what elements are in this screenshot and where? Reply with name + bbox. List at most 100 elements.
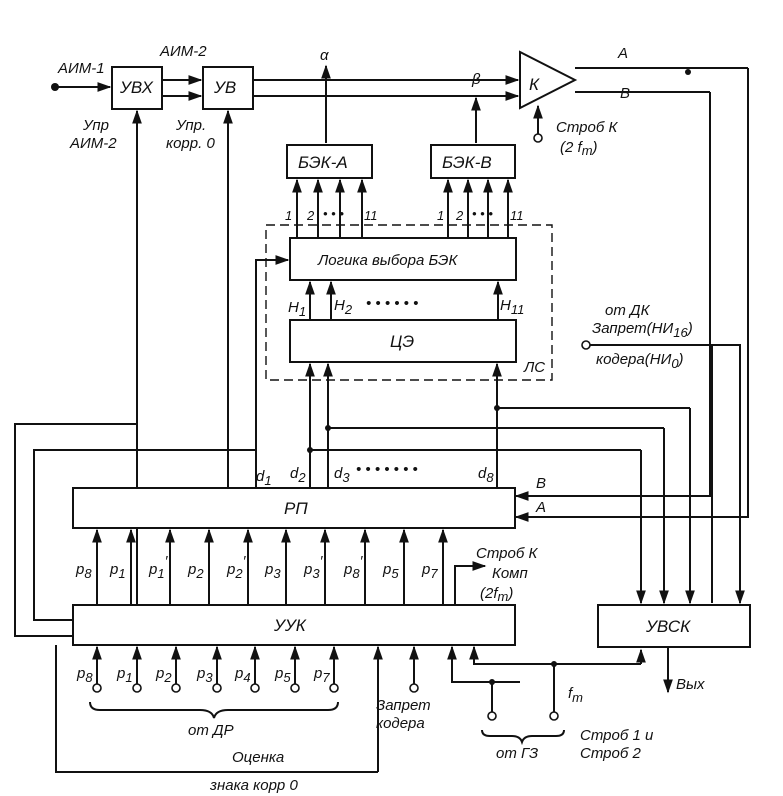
left-loop-2 bbox=[14, 423, 137, 637]
bek-b-block[interactable] bbox=[430, 144, 516, 179]
p-lower-label: p1 bbox=[116, 665, 133, 685]
logic-block[interactable] bbox=[289, 237, 517, 281]
p-lower-terminal bbox=[171, 683, 181, 693]
d2-label: d2 bbox=[290, 465, 306, 485]
out-b-label: B bbox=[620, 85, 630, 102]
ce-block[interactable] bbox=[289, 319, 517, 363]
strob12-label-2: Строб 2 bbox=[580, 745, 641, 762]
a-return-wire bbox=[514, 68, 749, 522]
upr-aim2-label-1: Упр bbox=[82, 117, 109, 134]
p-upper-label: p1′ bbox=[148, 553, 169, 581]
p-upper-label: p7 bbox=[421, 561, 438, 581]
logic-label: Логика выбора БЭК bbox=[317, 252, 458, 269]
uvsk-label: УВСК bbox=[645, 617, 691, 636]
h-dots: • • • • • • bbox=[366, 295, 418, 312]
bek-b-label: БЭК-В bbox=[442, 153, 492, 172]
strob-k-terminal bbox=[533, 133, 543, 143]
p-upper-label: p3 bbox=[264, 561, 281, 581]
zapret-label-1: Запрет bbox=[376, 697, 431, 714]
p-upper-label: p1 bbox=[109, 561, 126, 581]
p-lower-terminal bbox=[92, 683, 102, 693]
uv-block[interactable] bbox=[202, 66, 254, 110]
comparator-k-label: К bbox=[529, 75, 540, 94]
out-a-node bbox=[685, 69, 691, 75]
rp-input-b: B bbox=[536, 475, 546, 492]
strob-k-label: Строб К bbox=[556, 119, 618, 136]
bek-b-dots: • • • bbox=[472, 206, 493, 221]
bek-a-n1: 1 bbox=[285, 208, 292, 223]
dk-label-3: кодера(НИ0) bbox=[596, 351, 684, 371]
d-dots: • • • • • • • bbox=[356, 461, 418, 478]
out-a-label: A bbox=[617, 45, 628, 62]
aim1-label: АИМ-1 bbox=[57, 60, 105, 77]
rp-label: РП bbox=[284, 499, 308, 518]
b-return-wire bbox=[514, 92, 711, 501]
upr-korr-label-1: Упр. bbox=[175, 117, 206, 134]
ce-label: ЦЭ bbox=[390, 332, 414, 351]
bek-b-n1: 1 bbox=[437, 208, 444, 223]
ocenka-label-1: Оценка bbox=[232, 749, 284, 766]
p-lower-label: p4 bbox=[234, 665, 251, 685]
uuk-komp-label: Комп bbox=[492, 565, 528, 582]
upr-aim2-label-2: АИМ-2 bbox=[69, 135, 117, 152]
rp-block[interactable] bbox=[72, 487, 516, 529]
p-lower-terminal bbox=[132, 683, 142, 693]
bek-b-n2: 2 bbox=[455, 208, 464, 223]
p-lower-terminal bbox=[290, 683, 300, 693]
uvh-label: УВХ bbox=[119, 78, 154, 97]
dk-label-2: Запрет(НИ16) bbox=[592, 320, 693, 340]
comparator-k[interactable] bbox=[519, 50, 578, 110]
uuk-strob-label: Строб К bbox=[476, 545, 538, 562]
p-upper-label: p2′ bbox=[226, 553, 247, 581]
strob12-label-1: Строб 1 и bbox=[580, 727, 654, 744]
alpha-label: α bbox=[320, 47, 329, 64]
ot-gz-label: от ГЗ bbox=[496, 745, 538, 762]
bek-b-n11: 11 bbox=[510, 208, 524, 223]
p-lower-label: p7 bbox=[313, 665, 330, 685]
strob-k-freq: (2 fт) bbox=[560, 139, 598, 158]
gz-wire-2 bbox=[469, 645, 555, 712]
ocenka-label-2: знака корр 0 bbox=[209, 777, 298, 794]
zapret-label-2: кодера bbox=[376, 715, 425, 732]
dk-label-1: от ДК bbox=[605, 302, 651, 319]
bek-a-label: БЭК-А bbox=[298, 153, 348, 172]
gz-terminal-1 bbox=[487, 711, 497, 721]
h11-label: H11 bbox=[500, 297, 524, 317]
ft-label: fт bbox=[568, 685, 583, 705]
p-upper-label: p2 bbox=[187, 561, 204, 581]
p-upper-label: p8′ bbox=[343, 553, 364, 581]
uvsk-block[interactable] bbox=[597, 604, 751, 648]
ls-region bbox=[265, 224, 553, 381]
beta-label: β bbox=[471, 71, 481, 88]
p-lower-label: p2 bbox=[155, 665, 172, 685]
dk-terminal bbox=[581, 340, 591, 350]
bek-a-n11: 11 bbox=[364, 208, 378, 223]
p-upper-label: p3′ bbox=[303, 553, 324, 581]
ot-dr-label: от ДР bbox=[188, 722, 234, 739]
d3-label: d3 bbox=[334, 465, 350, 485]
p-upper-label: p5 bbox=[382, 561, 399, 581]
bek-a-block[interactable] bbox=[286, 144, 373, 179]
bek-a-n2: 2 bbox=[306, 208, 315, 223]
rp-input-a: A bbox=[535, 499, 546, 516]
gz-wire-1 bbox=[447, 645, 493, 712]
ot-dr-brace bbox=[89, 701, 339, 719]
vyh-label: Вых bbox=[676, 676, 705, 693]
logic-control-wire bbox=[255, 255, 290, 488]
uvh-block[interactable] bbox=[111, 66, 163, 110]
p-lower-terminal bbox=[212, 683, 222, 693]
d8-label: d8 bbox=[478, 465, 494, 485]
upr-korr-label-2: корр. 0 bbox=[166, 135, 215, 152]
p-upper-label: p8 bbox=[75, 561, 92, 581]
ocenka-loop-left bbox=[55, 645, 378, 773]
h2-label: H2 bbox=[334, 297, 353, 317]
aim2-label: АИМ-2 bbox=[159, 43, 207, 60]
gz-terminal-2 bbox=[549, 711, 559, 721]
ls-label: ЛС bbox=[523, 359, 545, 376]
uuk-block[interactable] bbox=[72, 604, 516, 646]
p-lower-label: p8 bbox=[76, 665, 93, 685]
uv-label: УВ bbox=[213, 78, 236, 97]
h1-label: H1 bbox=[288, 299, 306, 319]
